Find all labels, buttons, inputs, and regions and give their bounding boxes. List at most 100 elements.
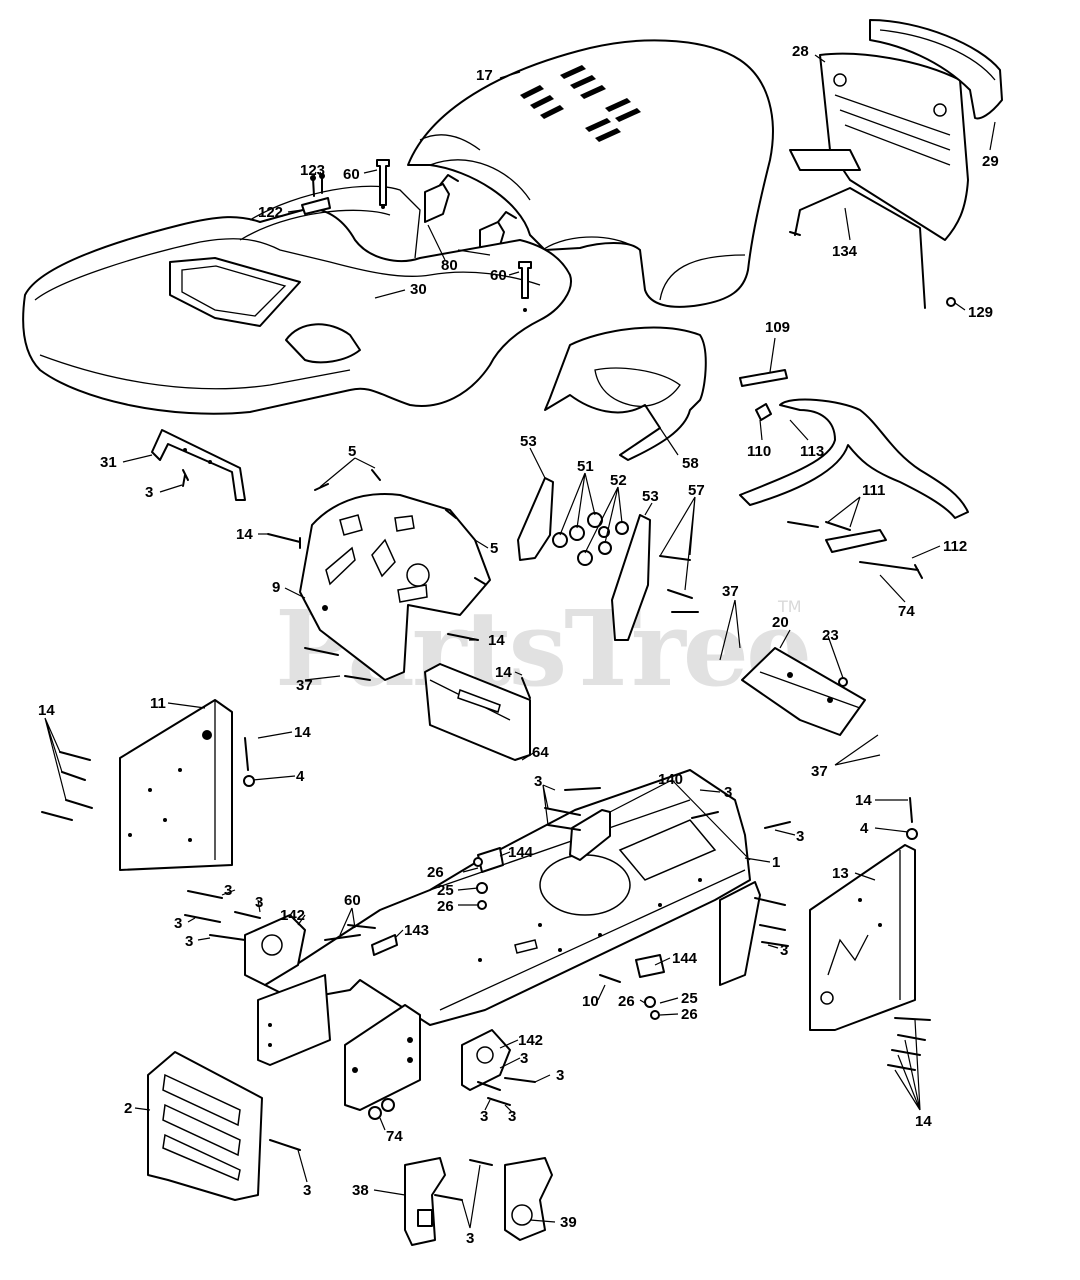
support-64[interactable]: [424, 663, 531, 761]
bracket-142-right[interactable]: [461, 1029, 511, 1091]
callout-5-right: 5: [490, 540, 498, 557]
callout-labels: 17 28 29 134 129 123 60 122 80 60 30 109…: [38, 43, 999, 1247]
callout-31: 31: [100, 454, 117, 471]
main-frame-part[interactable]: [264, 769, 751, 1026]
bolt-60-top[interactable]: [376, 159, 390, 206]
callout-58: 58: [682, 455, 699, 472]
callout-52: 52: [610, 472, 627, 489]
callout-26-end: 26: [681, 1006, 698, 1023]
callout-57: 57: [688, 482, 705, 499]
callout-129: 129: [968, 304, 993, 321]
pin-109[interactable]: [739, 369, 788, 387]
callout-143: 143: [404, 922, 429, 939]
callout-30: 30: [410, 281, 427, 298]
bracket-38[interactable]: [404, 1157, 446, 1246]
callout-28: 28: [792, 43, 809, 60]
bracket-53-left[interactable]: [517, 477, 554, 561]
callout-53-left: 53: [520, 433, 537, 450]
callout-37-left: 37: [296, 677, 313, 694]
bracket-122[interactable]: [301, 173, 331, 215]
side-panel-13[interactable]: [809, 844, 916, 1031]
callout-9: 9: [272, 579, 280, 596]
callout-3-front: 3: [303, 1182, 311, 1199]
plug-110[interactable]: [755, 403, 772, 421]
callout-112: 112: [943, 538, 967, 555]
callout-122: 122: [258, 204, 283, 221]
callout-26-top: 26: [427, 864, 444, 881]
callout-80: 80: [441, 257, 458, 274]
side-panel-11[interactable]: [119, 699, 233, 871]
front-grille-part[interactable]: [789, 19, 1003, 241]
callout-64: 64: [532, 744, 549, 761]
bracket-39[interactable]: [504, 1157, 553, 1241]
callout-140: 140: [658, 771, 683, 788]
bracket-53-right[interactable]: [611, 514, 651, 641]
callout-38: 38: [352, 1182, 369, 1199]
bracket-142-left[interactable]: [244, 914, 306, 986]
callout-142-left: 142: [280, 907, 305, 924]
bolts-57[interactable]: [659, 555, 699, 613]
callout-1: 1: [772, 854, 780, 871]
callout-25-top: 25: [437, 882, 454, 899]
callout-17: 17: [476, 67, 493, 84]
bolt-60-middle[interactable]: [518, 261, 532, 299]
callout-14-mid: 14: [488, 632, 505, 649]
front-plate[interactable]: [257, 974, 331, 1066]
callout-111: 111: [862, 482, 885, 499]
front-panel-2[interactable]: [147, 1051, 263, 1201]
dash-panel-part[interactable]: [22, 185, 572, 415]
callout-14-right: 14: [855, 792, 872, 809]
callout-3-g: 3: [556, 1067, 564, 1084]
callout-26-bottom: 26: [618, 993, 635, 1010]
callout-2: 2: [124, 1100, 132, 1117]
hardware-51-52[interactable]: [552, 512, 629, 566]
callout-109: 109: [765, 319, 790, 336]
callout-3-i: 3: [508, 1108, 516, 1125]
callout-4-left: 4: [296, 768, 305, 785]
callout-5-top: 5: [348, 443, 356, 460]
callout-60-top: 60: [343, 166, 360, 183]
callout-53-right: 53: [642, 488, 659, 505]
bracket-143[interactable]: [371, 934, 398, 956]
hood-rod-part[interactable]: [789, 187, 956, 309]
callout-60-frame: 60: [344, 892, 361, 909]
callout-3-frame-left: 3: [534, 773, 542, 790]
callout-51: 51: [577, 458, 594, 475]
callout-123: 123: [300, 162, 325, 179]
bracket-144-top[interactable]: [477, 847, 504, 873]
callout-14-left: 14: [38, 702, 55, 719]
callout-110: 110: [747, 443, 771, 460]
bracket-20[interactable]: [741, 647, 866, 736]
callout-13: 13: [832, 865, 849, 882]
callout-3-d: 3: [185, 933, 193, 950]
hood-part[interactable]: [407, 39, 774, 308]
callout-144-bottom: 144: [672, 950, 698, 967]
callout-3-frame-right: 3: [796, 828, 804, 845]
bracket-144-bottom[interactable]: [635, 954, 665, 978]
callout-3-frame-top: 3: [724, 784, 732, 801]
belt-shield-part[interactable]: [544, 326, 707, 461]
callout-3-b: 3: [255, 894, 263, 911]
leader-lines: [44, 54, 996, 1229]
callout-4-right: 4: [860, 820, 869, 837]
callout-14-dash: 14: [236, 526, 253, 543]
dash-support-part[interactable]: [299, 493, 491, 681]
callout-29: 29: [982, 153, 999, 170]
callout-3-a: 3: [224, 882, 232, 899]
bumper-113[interactable]: [739, 398, 969, 519]
front-plate-center[interactable]: [344, 1004, 421, 1111]
bracket-31[interactable]: [151, 429, 246, 501]
callout-60-middle: 60: [490, 267, 507, 284]
callout-39: 39: [560, 1214, 577, 1231]
bracket-140[interactable]: [569, 809, 761, 986]
hood-grille: [520, 65, 641, 142]
bumper-bracket-111[interactable]: [787, 521, 923, 579]
callout-113: 113: [800, 443, 824, 460]
callout-134: 134: [832, 243, 858, 260]
callout-74-bottom: 74: [386, 1128, 403, 1145]
callout-20: 20: [772, 614, 789, 631]
callout-37-right: 37: [811, 763, 828, 780]
callout-74-top: 74: [898, 603, 915, 620]
